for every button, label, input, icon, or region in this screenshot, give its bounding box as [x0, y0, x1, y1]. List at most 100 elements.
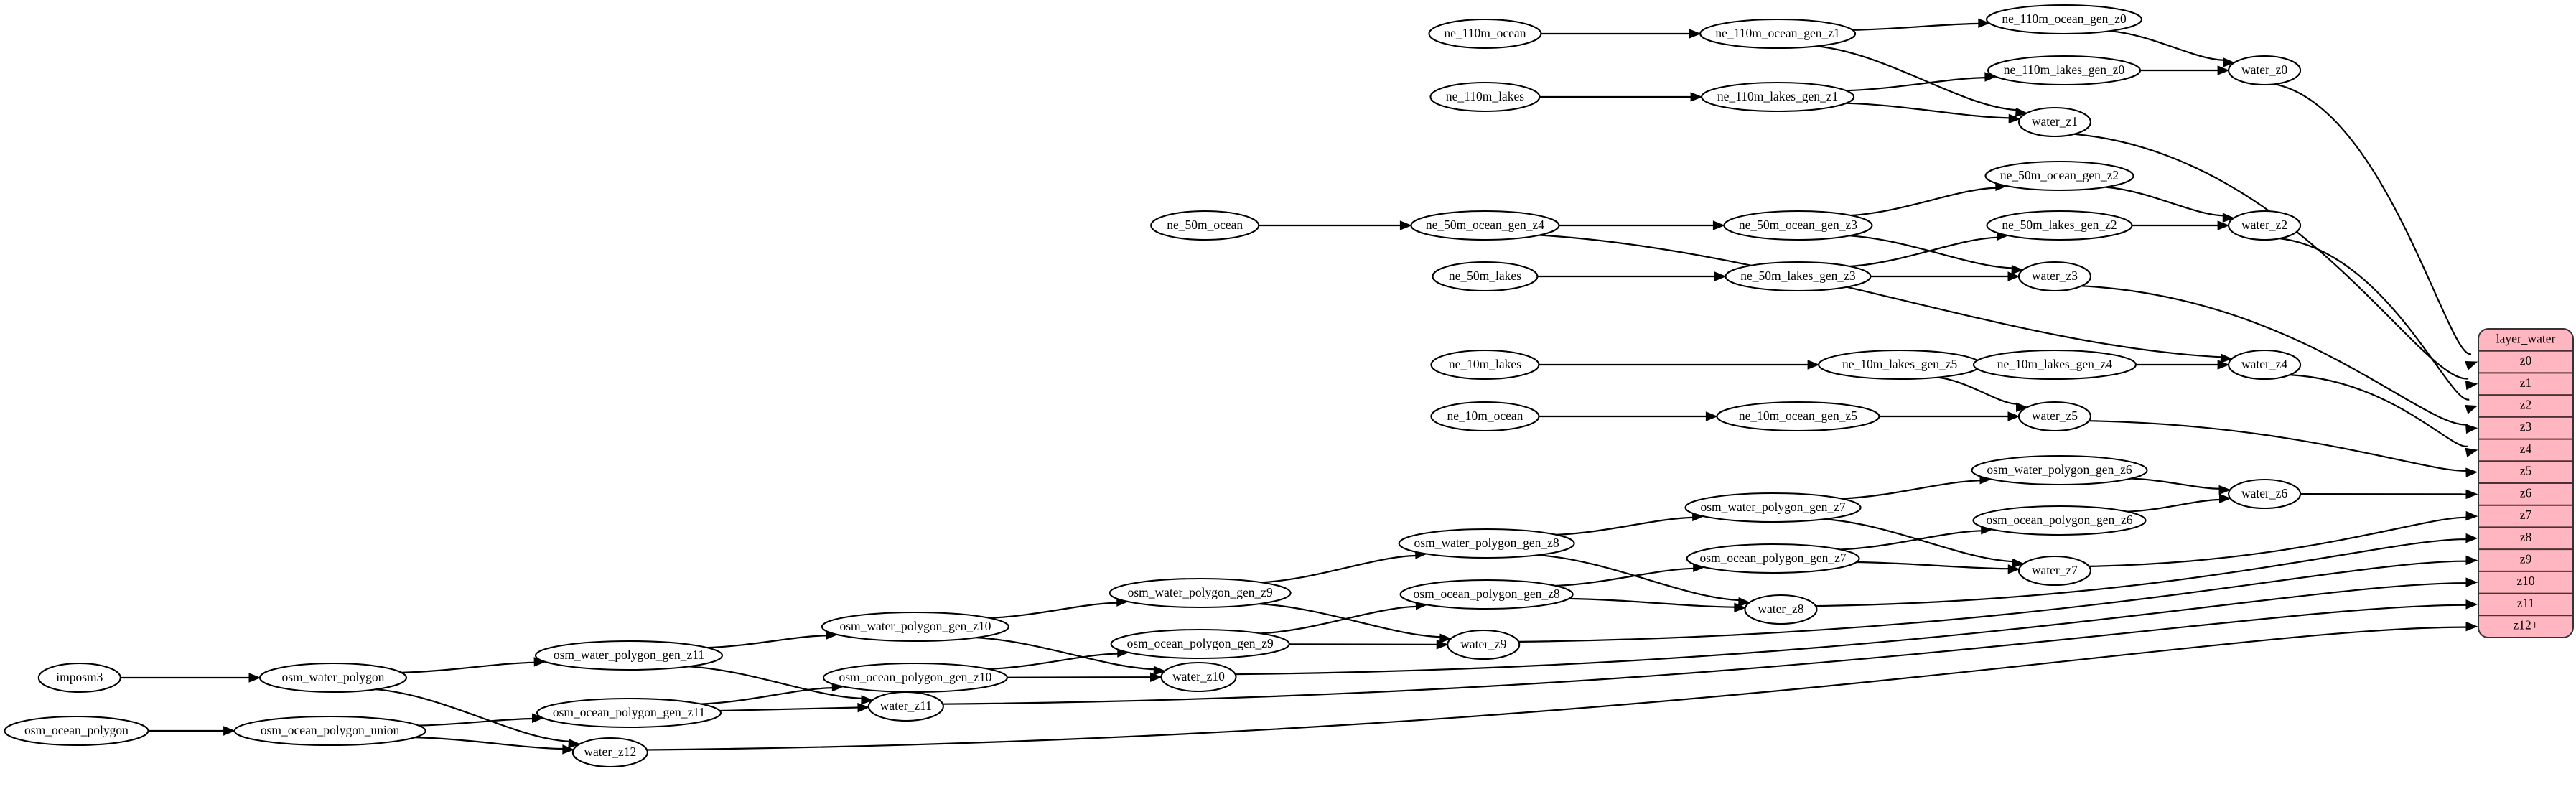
edge-arrowhead: [562, 744, 575, 755]
node-osm_water_polygon_gen_z8[interactable]: osm_water_polygon_gen_z8: [1398, 528, 1575, 559]
node-ne_50m_ocean_gen_z2[interactable]: ne_50m_ocean_gen_z2: [1984, 160, 2134, 192]
node-osm_water_polygon_gen_z10[interactable]: osm_water_polygon_gen_z10: [821, 611, 1009, 643]
node-label: osm_water_polygon_gen_z7: [1700, 500, 1845, 514]
node-label: ne_10m_lakes_gen_z5: [1842, 357, 1958, 371]
edge-arrowhead: [1399, 220, 1412, 230]
edge-arrowhead: [1150, 672, 1162, 682]
node-label: osm_ocean_polygon_gen_z8: [1414, 587, 1560, 601]
node-ne_10m_lakes_gen_z4[interactable]: ne_10m_lakes_gen_z4: [1972, 349, 2137, 381]
edge-osm_water_polygon_gen_z11-to-water_z11: [689, 666, 863, 699]
node-osm_ocean_polygon_gen_z6[interactable]: osm_ocean_polygon_gen_z6: [1972, 505, 2147, 536]
node-label: osm_water_polygon_gen_z8: [1414, 536, 1559, 550]
table-row-z11[interactable]: z11: [2517, 596, 2535, 610]
edge-osm_ocean_polygon_gen_z8-to-osm_ocean_polygon_gen_z7: [1555, 567, 1694, 587]
edge-arrowhead: [1734, 602, 1747, 613]
node-water_z0[interactable]: water_z0: [2228, 55, 2302, 86]
edge-osm_ocean_polygon_gen_z8-to-water_z8: [1569, 597, 1735, 608]
edge-arrowhead: [2217, 65, 2230, 75]
node-ne_110m_lakes_gen_z1[interactable]: ne_110m_lakes_gen_z1: [1701, 81, 1855, 113]
edge-arrowhead: [1705, 411, 1718, 421]
node-label: ne_110m_ocean_gen_z0: [2002, 11, 2127, 26]
node-osm_ocean_polygon[interactable]: osm_ocean_polygon: [4, 715, 149, 747]
edge-layer: [120, 18, 2478, 755]
node-label: osm_ocean_polygon_gen_z9: [1127, 636, 1274, 650]
node-osm_ocean_polygon_gen_z11[interactable]: osm_ocean_polygon_gen_z11: [536, 697, 722, 729]
node-ne_50m_lakes_gen_z2[interactable]: ne_50m_lakes_gen_z2: [1986, 210, 2133, 241]
node-osm_ocean_polygon_gen_z7[interactable]: osm_ocean_polygon_gen_z7: [1686, 543, 1860, 574]
node-label: osm_ocean_polygon_gen_z10: [839, 670, 991, 684]
node-ne_10m_lakes_gen_z5[interactable]: ne_10m_lakes_gen_z5: [1818, 349, 1982, 381]
node-ne_50m_lakes_gen_z3[interactable]: ne_50m_lakes_gen_z3: [1725, 261, 1872, 292]
edge-arrowhead: [532, 713, 544, 723]
table-row-z5[interactable]: z5: [2520, 464, 2532, 478]
node-label: ne_10m_lakes: [1449, 357, 1521, 371]
edge-arrowhead: [2219, 493, 2231, 503]
node-label: osm_water_polygon_gen_z6: [1987, 462, 2132, 477]
table-row-z4[interactable]: z4: [2520, 442, 2532, 456]
edge-arrowhead: [2465, 533, 2478, 543]
edge-ne_110m_lakes_gen_z1-to-water_z1: [1846, 102, 2010, 119]
table-row-z2[interactable]: z2: [2520, 398, 2532, 412]
edge-arrowhead: [2015, 402, 2028, 413]
node-water_z11[interactable]: water_z11: [867, 691, 944, 722]
node-osm_water_polygon_gen_z11[interactable]: osm_water_polygon_gen_z11: [534, 640, 724, 671]
edge-osm_water_polygon_gen_z7-to-osm_water_polygon_gen_z6: [1842, 480, 1982, 500]
table-node-layer-water[interactable]: layer_waterz0z1z2z3z4z5z6z7z8z9z10z11z12…: [2478, 328, 2574, 638]
node-osm_water_polygon_gen_z6[interactable]: osm_water_polygon_gen_z6: [1971, 454, 2148, 486]
node-ne_50m_ocean_gen_z3[interactable]: ne_50m_ocean_gen_z3: [1723, 210, 1873, 241]
edge-osm_water_polygon_gen_z8-to-water_z8: [1538, 554, 1740, 602]
node-water_z8[interactable]: water_z8: [1744, 594, 1818, 625]
table-row-z7[interactable]: z7: [2520, 508, 2532, 522]
node-osm_ocean_polygon_gen_z8[interactable]: osm_ocean_polygon_gen_z8: [1399, 579, 1574, 610]
edge-water_z12-to-layer_water-z12-: [646, 626, 2468, 751]
table-row-z12plus[interactable]: z12+: [2513, 618, 2538, 632]
edge-osm_water_polygon_gen_z8-to-osm_water_polygon_gen_z7: [1556, 516, 1694, 536]
node-osm_ocean_polygon_gen_z9[interactable]: osm_ocean_polygon_gen_z9: [1110, 628, 1290, 660]
table-row-z0[interactable]: z0: [2520, 353, 2532, 368]
node-water_z3[interactable]: water_z3: [2017, 261, 2092, 292]
table-row-z1[interactable]: z1: [2520, 375, 2532, 390]
node-osm_ocean_polygon_union[interactable]: osm_ocean_polygon_union: [233, 715, 426, 747]
edge-arrowhead: [1712, 220, 1725, 230]
node-osm_ocean_polygon_gen_z10[interactable]: osm_ocean_polygon_gen_z10: [822, 662, 1008, 694]
edge-osm_water_polygon-to-osm_water_polygon_gen_z11: [401, 661, 536, 673]
edge-arrowhead: [1978, 18, 1991, 29]
edge-arrowhead: [2465, 424, 2478, 434]
table-row-z8[interactable]: z8: [2520, 530, 2532, 544]
edge-osm_ocean_polygon_gen_z6-to-water_z6: [2127, 498, 2221, 513]
node-ne_10m_ocean_gen_z5[interactable]: ne_10m_ocean_gen_z5: [1716, 401, 1880, 432]
node-layer: imposm3 osm_water_polygon osm_ocean_polygo…: [4, 4, 2302, 768]
node-ne_50m_ocean[interactable]: ne_50m_ocean: [1150, 210, 1260, 241]
node-water_z10[interactable]: water_z10: [1160, 661, 1237, 693]
node-ne_10m_ocean[interactable]: ne_10m_ocean: [1430, 401, 1540, 432]
node-imposm3[interactable]: imposm3: [37, 662, 121, 694]
edge-osm_water_polygon_gen_z10-to-water_z10: [976, 637, 1155, 671]
node-label: water_z11: [880, 699, 932, 713]
table-row-z3[interactable]: z3: [2520, 419, 2532, 434]
node-osm_water_polygon_gen_z7[interactable]: osm_water_polygon_gen_z7: [1684, 492, 1862, 523]
node-water_z5[interactable]: water_z5: [2017, 401, 2092, 432]
node-ne_110m_ocean_gen_z1[interactable]: ne_110m_ocean_gen_z1: [1699, 18, 1857, 50]
node-water_z12[interactable]: water_z12: [571, 737, 648, 768]
node-water_z9[interactable]: water_z9: [1447, 629, 1521, 660]
table-row-z9[interactable]: z9: [2520, 552, 2532, 566]
node-water_z6[interactable]: water_z6: [2228, 478, 2302, 510]
node-ne_110m_lakes_gen_z0[interactable]: ne_110m_lakes_gen_z0: [1987, 55, 2142, 86]
node-ne_50m_lakes[interactable]: ne_50m_lakes: [1432, 261, 1539, 292]
node-water_z1[interactable]: water_z1: [2017, 106, 2092, 138]
table-row-z6[interactable]: z6: [2520, 485, 2532, 500]
node-water_z4[interactable]: water_z4: [2228, 349, 2302, 381]
node-ne_110m_ocean_gen_z0[interactable]: ne_110m_ocean_gen_z0: [1985, 4, 2143, 35]
edge-arrowhead: [1153, 666, 1166, 676]
node-water_z7[interactable]: water_z7: [2017, 555, 2092, 587]
table-row-z10[interactable]: z10: [2516, 574, 2535, 588]
node-water_z2[interactable]: water_z2: [2228, 210, 2302, 241]
node-ne_110m_ocean[interactable]: ne_110m_ocean: [1428, 18, 1542, 50]
node-ne_50m_ocean_gen_z4[interactable]: ne_50m_ocean_gen_z4: [1410, 210, 1560, 241]
node-label: ne_110m_lakes_gen_z1: [1717, 89, 1838, 103]
node-ne_110m_lakes[interactable]: ne_110m_lakes: [1429, 81, 1541, 113]
node-osm_water_polygon_gen_z9[interactable]: osm_water_polygon_gen_z9: [1109, 577, 1292, 609]
node-ne_10m_lakes[interactable]: ne_10m_lakes: [1430, 349, 1540, 381]
node-osm_water_polygon[interactable]: osm_water_polygon: [258, 662, 408, 694]
